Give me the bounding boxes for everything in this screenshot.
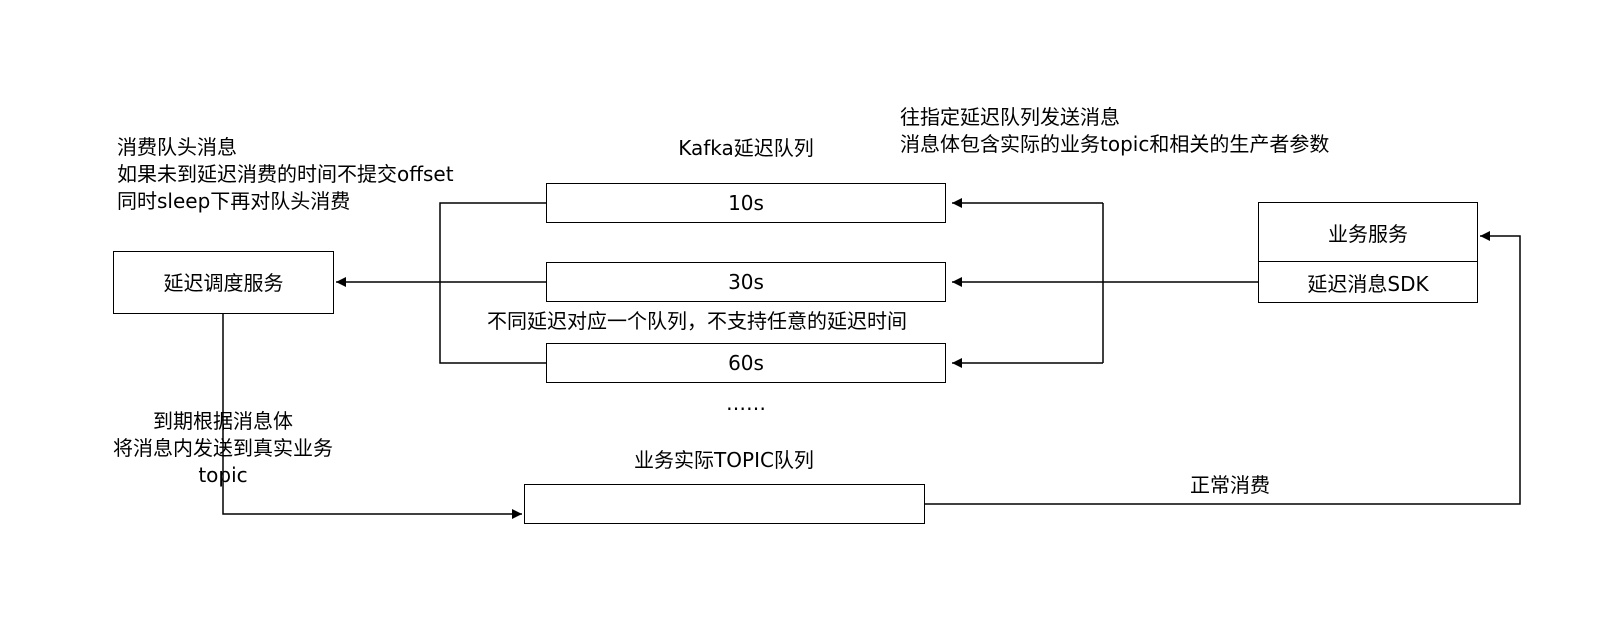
producer-note: 往指定延迟队列发送消息 消息体包含实际的业务topic和相关的生产者参数: [900, 104, 1329, 158]
queue-10s-label: 10s: [728, 191, 764, 215]
queue-ellipsis: ……: [726, 391, 766, 415]
producer-note-line2: 消息体包含实际的业务topic和相关的生产者参数: [900, 132, 1330, 156]
scheduler-to-topic-arrow: [222, 314, 522, 519]
queue-10s: 10s: [546, 183, 946, 223]
queue-60s: 60s: [546, 343, 946, 383]
delay-scheduler-service: 延迟调度服务: [113, 251, 334, 314]
consumer-note-line3: 同时sleep下再对队头消费: [117, 189, 351, 213]
forward-note-line3: topic: [198, 463, 248, 487]
queue-10s-to-scheduler-line: [439, 202, 546, 364]
queue-60s-label: 60s: [728, 351, 764, 375]
topic-queue-title: 业务实际TOPIC队列: [634, 448, 814, 472]
business-service: 业务服务 延迟消息SDK: [1258, 202, 1478, 303]
normal-consume-label: 正常消费: [1190, 473, 1270, 497]
producer-note-line1: 往指定延迟队列发送消息: [900, 105, 1120, 129]
delay-message-sdk: 延迟消息SDK: [1307, 271, 1429, 296]
business-service-title: 业务服务: [1259, 203, 1477, 262]
queue-30s: 30s: [546, 262, 946, 302]
queue-note: 不同延迟对应一个队列，不支持任意的延迟时间: [487, 309, 907, 333]
business-topic-queue: [524, 484, 925, 524]
consumer-note: 消费队头消息 如果未到延迟消费的时间不提交offset 同时sleep下再对队头…: [117, 134, 454, 215]
consumer-note-line2: 如果未到延迟消费的时间不提交offset: [117, 162, 454, 186]
delay-scheduler-label: 延迟调度服务: [163, 270, 284, 295]
queue-30s-label: 30s: [728, 270, 764, 294]
forward-note-line1: 到期根据消息体: [153, 409, 293, 433]
kafka-queue-title: Kafka延迟队列: [678, 136, 814, 160]
consumer-note-line1: 消费队头消息: [117, 135, 237, 159]
forward-note-line2: 将消息内发送到真实业务: [113, 436, 333, 460]
topic-to-business-arrow: [925, 231, 1521, 505]
forward-note: 到期根据消息体 将消息内发送到真实业务 topic: [73, 408, 373, 489]
